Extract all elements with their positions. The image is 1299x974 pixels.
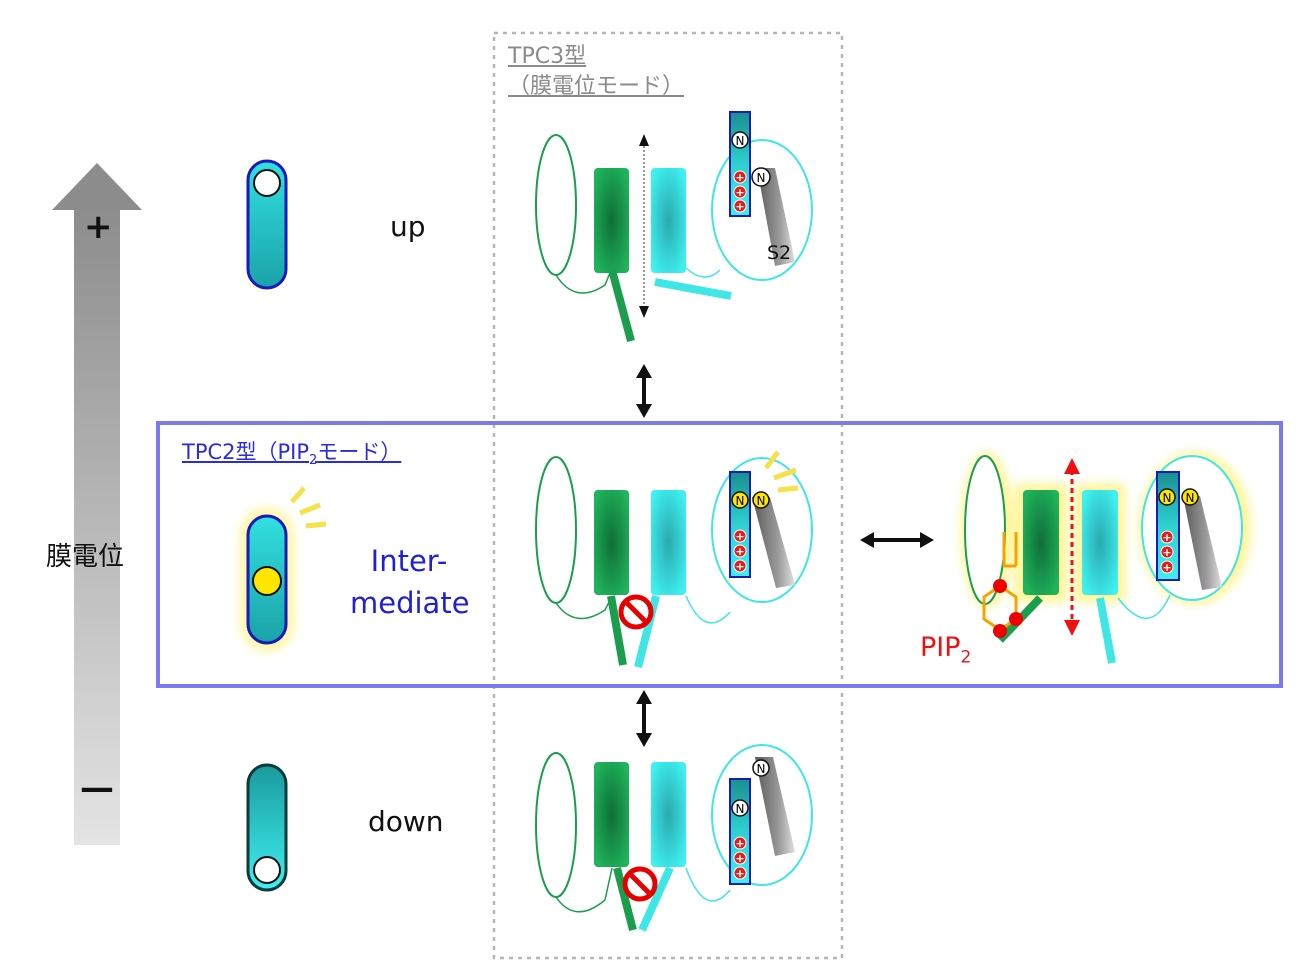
positive-charge-icons: + + +	[733, 529, 747, 573]
channel-pip2-bound: N N + + +	[961, 452, 1251, 664]
plus-charge-glyph: +	[735, 171, 744, 184]
blocked-icon	[622, 866, 658, 902]
s2-label: S2	[767, 242, 792, 264]
plus-charge-glyph: +	[735, 530, 744, 543]
state-label-up: up	[390, 210, 426, 243]
positive-charge-icons: +++	[733, 170, 747, 213]
tpc3-frame	[492, 31, 844, 960]
axis-shaft	[74, 205, 120, 845]
svg-text:N: N	[736, 494, 745, 508]
svg-text:N: N	[736, 802, 745, 816]
channel-intermediate: N N + + +	[535, 450, 813, 668]
tpc3-title: TPC3型 （膜電位モード）	[508, 42, 684, 102]
tpc3-title-line1: TPC3型	[508, 44, 587, 69]
plus-charge-glyph: +	[1162, 561, 1171, 574]
sensor-pill-intermediate	[240, 486, 327, 651]
svg-text:N: N	[1186, 491, 1195, 505]
axis-plus-label: +	[84, 207, 113, 247]
intermediate-line2: mediate	[350, 586, 470, 620]
plus-charge-glyph: +	[735, 200, 744, 213]
transition-arrow-up-mid	[636, 364, 652, 418]
channel-up: N N +++	[535, 111, 813, 343]
svg-text:N: N	[757, 762, 766, 776]
axis-title: 膜電位	[46, 542, 125, 572]
transition-arrow-horizontal	[860, 532, 934, 548]
pip2-lipid-icon	[982, 532, 1023, 638]
tpc2-title-suffix: モード）	[317, 440, 402, 464]
membrane-potential-axis	[52, 163, 142, 845]
state-label-down: down	[368, 805, 444, 838]
tpc2-title-sub: 2	[309, 453, 318, 469]
sensor-pill-down	[246, 763, 288, 892]
activity-spark-icon	[290, 486, 327, 529]
tpc2-title-prefix: TPC2型（PIP	[182, 440, 310, 464]
activity-spark-icon	[764, 450, 799, 493]
pip2-label-main: PIP	[920, 632, 961, 663]
pip2-label-sub: 2	[960, 647, 972, 668]
channel-down: N N + + +	[535, 744, 813, 932]
plus-charge-glyph: +	[735, 560, 744, 573]
svg-text:N: N	[736, 134, 745, 148]
state-label-intermediate: Inter- mediate	[350, 540, 470, 624]
tpc2-title: TPC2型（PIP2モード）	[182, 436, 401, 468]
plus-charge-glyph: +	[1162, 531, 1171, 544]
plus-charge-glyph: +	[735, 837, 744, 850]
blocked-icon	[618, 594, 654, 630]
axis-minus-label: —	[80, 768, 114, 808]
svg-text:N: N	[757, 171, 766, 185]
plus-charge-glyph: +	[735, 186, 744, 199]
svg-text:N: N	[1163, 491, 1172, 505]
positive-charge-icons: + + +	[733, 836, 747, 880]
axis-arrowhead	[52, 163, 142, 210]
tpc3-title-line2: （膜電位モード）	[508, 74, 685, 99]
plus-charge-glyph: +	[735, 867, 744, 880]
pip2-label: PIP2	[920, 632, 971, 667]
positive-charge-icons: + + +	[1160, 530, 1174, 574]
intermediate-line1: Inter-	[370, 544, 448, 578]
plus-charge-glyph: +	[735, 545, 744, 558]
tpc2-frame	[156, 421, 1283, 688]
sensor-pill-up	[246, 159, 288, 290]
plus-charge-glyph: +	[1162, 546, 1171, 559]
plus-charge-glyph: +	[735, 852, 744, 865]
svg-text:N: N	[757, 494, 766, 508]
transition-arrow-mid-down	[636, 690, 652, 747]
